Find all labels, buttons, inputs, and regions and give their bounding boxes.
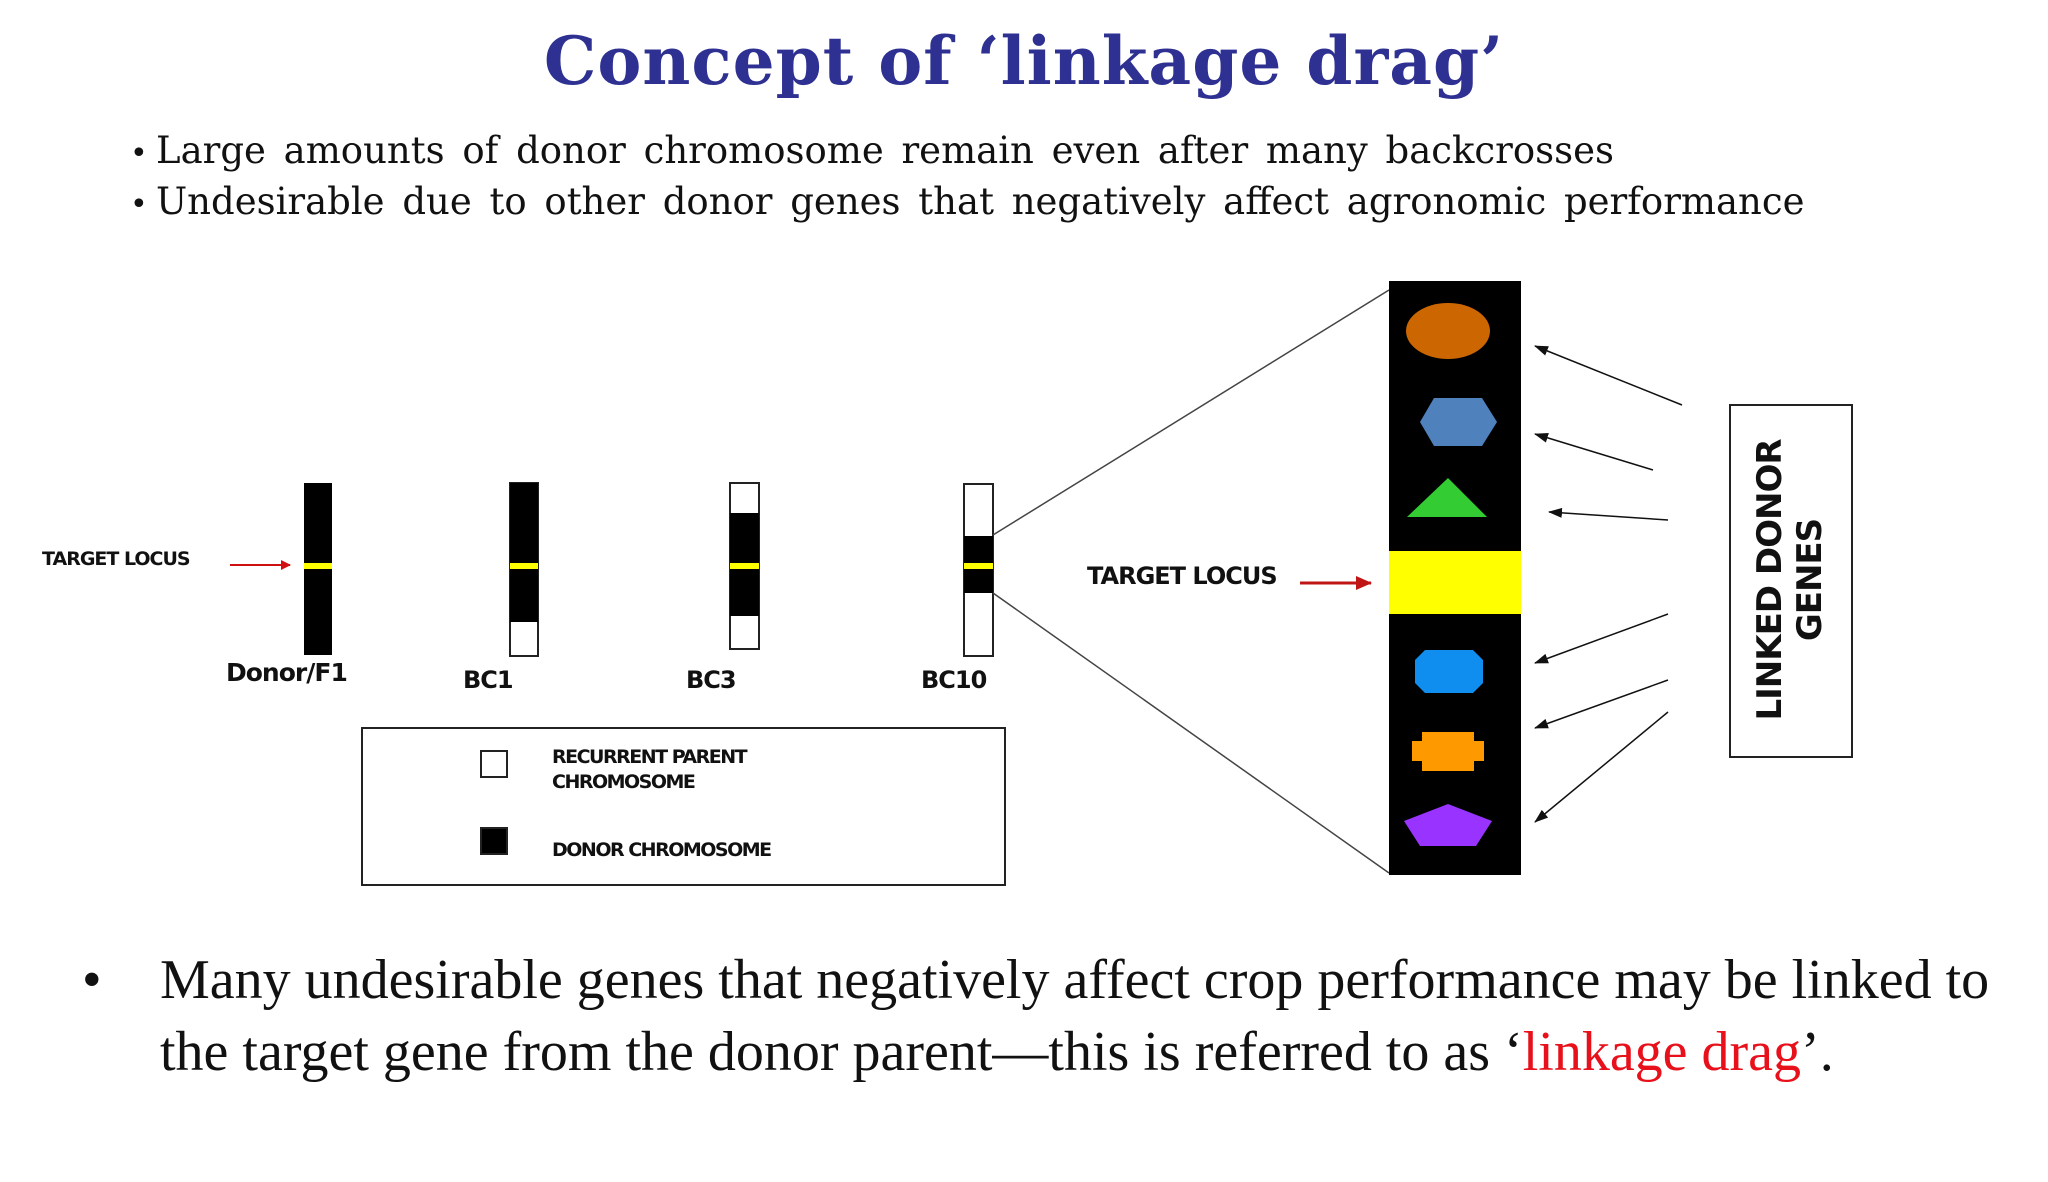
- chromosome-label-bc3: BC3: [686, 666, 737, 694]
- bullet-dot: •: [130, 136, 148, 171]
- bottom-bullet-text: Many undesirable genes that negatively a…: [160, 949, 1990, 1083]
- gene-hexagon-icon: [1420, 398, 1497, 446]
- chromosome-bc3: [729, 482, 760, 650]
- bottom-bullet-dot: •: [82, 949, 102, 1011]
- chromosome-donor-f1: [304, 483, 332, 655]
- target-locus-mark: [510, 563, 538, 569]
- bullet-text-1: Large amounts of donor chromosome remain…: [156, 129, 1614, 172]
- legend-label-recurrent: RECURRENT PARENT CHROMOSOME: [552, 746, 748, 793]
- linked-gene-arrows: [1534, 345, 1683, 823]
- chromosome-bc10: [963, 483, 994, 657]
- target-locus-block: [1389, 551, 1521, 614]
- zoomed-chromosome: [1389, 281, 1521, 875]
- legend-swatch-recurrent: [480, 750, 508, 778]
- linked-donor-genes-box: [1729, 404, 1853, 758]
- page-title: Concept of ‘linkage drag’: [543, 22, 1505, 100]
- bullet-dot: •: [130, 187, 148, 222]
- legend-swatch-donor: [480, 827, 508, 855]
- chromosome-label-bc10: BC10: [921, 666, 987, 694]
- chromosome-label-donor: Donor/F1: [226, 658, 348, 687]
- target-locus-label-left: TARGET LOCUS: [42, 548, 191, 570]
- bullet-item-2: •Undesirable due to other donor genes th…: [130, 180, 1805, 223]
- target-locus-mark: [964, 563, 993, 569]
- gene-rounded-icon: [1415, 650, 1483, 693]
- chromosome-label-bc1: BC1: [463, 666, 514, 694]
- bullet-item-1: •Large amounts of donor chromosome remai…: [130, 129, 1614, 172]
- gene-triangle-icon: [1407, 478, 1487, 517]
- legend-label-donor: DONOR CHROMOSOME: [552, 839, 772, 861]
- gene-oval-icon: [1406, 303, 1490, 359]
- target-locus-label-right: TARGET LOCUS: [1087, 562, 1278, 590]
- zoom-line-bottom: [992, 592, 1390, 874]
- linkage-drag-term: linkage drag: [1522, 1021, 1802, 1083]
- target-locus-mark: [304, 563, 332, 569]
- target-locus-mark: [730, 563, 759, 569]
- chromosome-bc1: [509, 482, 539, 657]
- gene-cross-icon: [1412, 732, 1484, 771]
- legend: [361, 727, 1006, 886]
- gene-pentagon-icon: [1404, 804, 1492, 846]
- bullet-text-2: Undesirable due to other donor genes tha…: [156, 180, 1805, 223]
- zoom-line-top: [992, 289, 1390, 536]
